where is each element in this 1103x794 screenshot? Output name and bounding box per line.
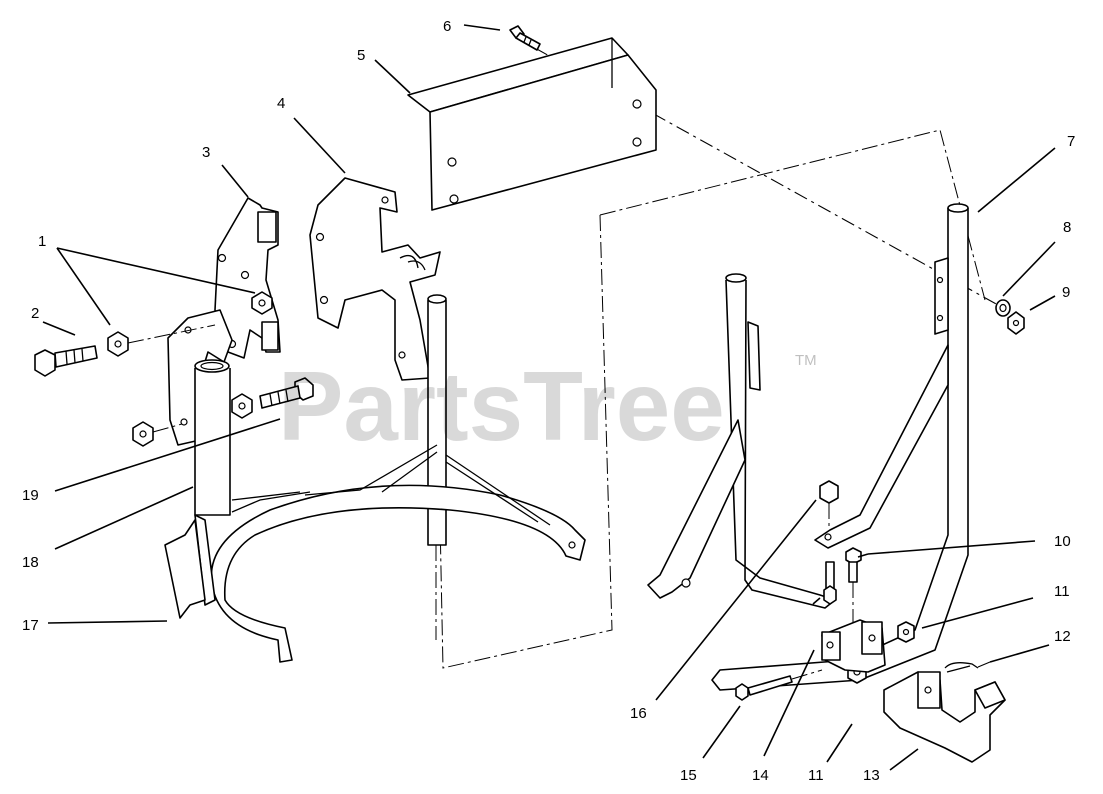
left-post-18[interactable] bbox=[194, 359, 231, 516]
nut-19-a[interactable] bbox=[231, 393, 253, 419]
callout-18: 18 bbox=[22, 554, 39, 571]
callout-6: 6 bbox=[443, 18, 451, 35]
callout-4: 4 bbox=[277, 95, 285, 112]
support-bracket-4[interactable] bbox=[309, 177, 441, 381]
bolt-19[interactable] bbox=[259, 377, 314, 409]
right-frame-7[interactable] bbox=[711, 203, 969, 691]
callout-12: 12 bbox=[1054, 628, 1071, 645]
phantom-frame bbox=[439, 129, 986, 669]
callout-15: 15 bbox=[680, 767, 697, 784]
alignment-line-nut-19 bbox=[152, 423, 183, 433]
callout-2: 2 bbox=[31, 305, 39, 322]
tab-plate-17[interactable] bbox=[164, 519, 206, 619]
ring-support[interactable] bbox=[194, 444, 586, 663]
mounting-clamp[interactable] bbox=[821, 619, 886, 673]
nut-9[interactable] bbox=[1007, 311, 1025, 335]
bracket-plate-3[interactable] bbox=[214, 197, 281, 359]
callout-1: 1 bbox=[38, 233, 46, 250]
nut-11-right[interactable] bbox=[897, 621, 915, 643]
callout-5: 5 bbox=[357, 47, 365, 64]
washer-8[interactable] bbox=[995, 299, 1011, 317]
callout-17: 17 bbox=[22, 617, 39, 634]
callout-labels: 1 2 3 4 5 6 7 8 9 10 11 12 13 11 14 15 1… bbox=[22, 18, 1075, 784]
top-guard-plate[interactable] bbox=[407, 37, 657, 211]
bolt-6[interactable] bbox=[509, 25, 541, 51]
nut-19-b[interactable] bbox=[132, 421, 154, 447]
callout-10: 10 bbox=[1054, 533, 1071, 550]
callout-3: 3 bbox=[202, 144, 210, 161]
callout-11b: 11 bbox=[808, 767, 824, 784]
callout-8: 8 bbox=[1063, 219, 1071, 236]
nut-1-upper[interactable] bbox=[251, 291, 273, 315]
bolt-15[interactable] bbox=[735, 669, 823, 701]
center-post[interactable] bbox=[427, 294, 447, 640]
inner-frame-tube[interactable] bbox=[647, 273, 836, 609]
nut-1-left[interactable] bbox=[107, 331, 129, 357]
callout-9: 9 bbox=[1062, 284, 1070, 301]
nut-16[interactable] bbox=[819, 480, 839, 528]
bolt-14[interactable] bbox=[823, 561, 837, 605]
callout-13: 13 bbox=[863, 767, 880, 784]
callout-14: 14 bbox=[752, 767, 769, 784]
watermark-text: PartsTree bbox=[278, 351, 725, 461]
watermark-trademark: TM bbox=[795, 352, 817, 369]
bolt-2[interactable] bbox=[34, 345, 98, 377]
hitch-bracket-13[interactable] bbox=[883, 671, 1006, 763]
leader-lines bbox=[42, 24, 1056, 771]
clip-pin-12[interactable] bbox=[944, 661, 991, 673]
alignment-line-nut-1 bbox=[127, 324, 216, 344]
callout-19: 19 bbox=[22, 487, 39, 504]
callout-11a: 11 bbox=[1054, 583, 1070, 600]
callout-16: 16 bbox=[630, 705, 647, 722]
callout-7: 7 bbox=[1067, 133, 1075, 150]
